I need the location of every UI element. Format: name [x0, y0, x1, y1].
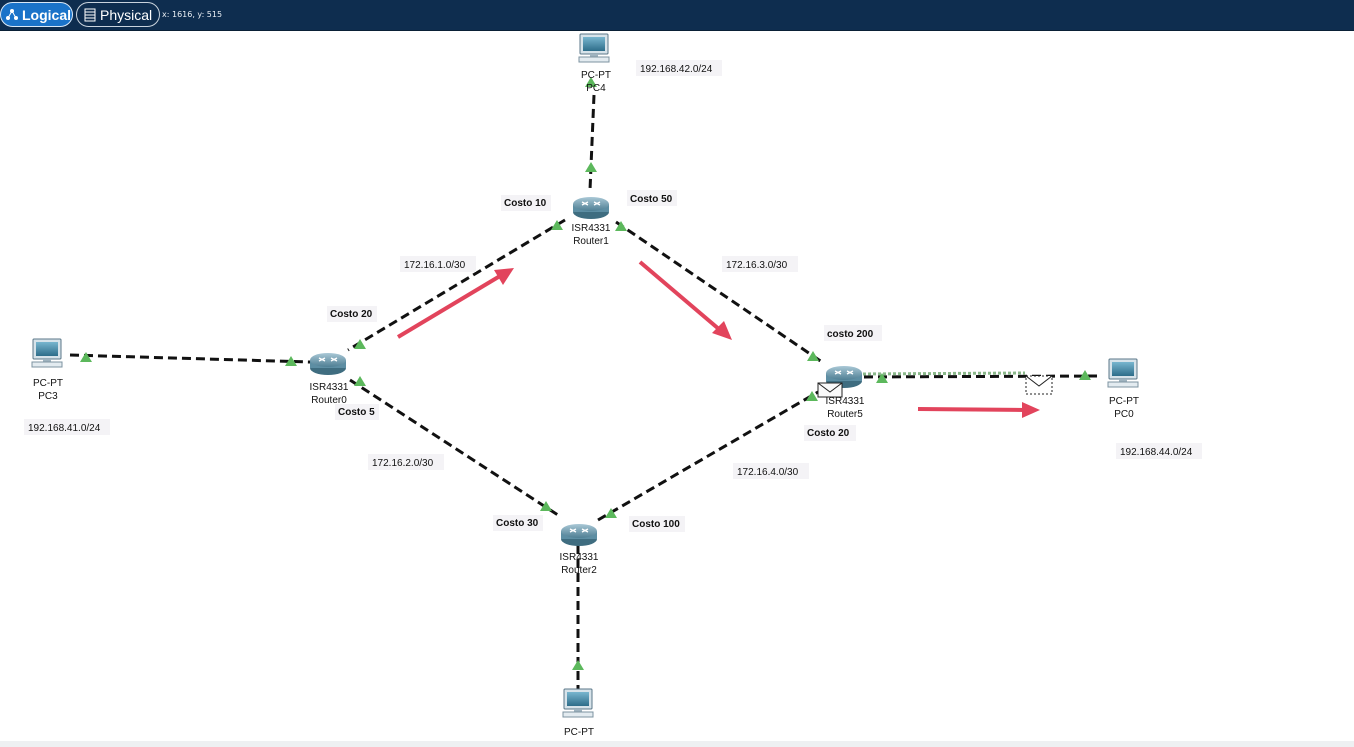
cost-label: Costo 20 — [807, 428, 850, 439]
device-name: PC3 — [38, 391, 58, 402]
device-model: PC-PT — [1109, 396, 1139, 407]
pc-icon — [562, 688, 594, 718]
cost-label: Costo 20 — [330, 309, 373, 320]
device-router0[interactable]: ISR4331 Router0 — [309, 352, 349, 406]
device-model: PC-PT — [581, 70, 611, 81]
packet-trail — [857, 371, 1026, 376]
pc-icon — [31, 338, 63, 368]
pc-icon — [578, 33, 610, 63]
device-name: Router2 — [561, 565, 597, 576]
router-icon — [560, 523, 598, 547]
network-label: 172.16.4.0/30 — [737, 467, 799, 478]
port-status-icon — [572, 660, 584, 670]
network-label: 192.168.44.0/24 — [1120, 447, 1193, 458]
route-arrow-icon — [917, 407, 1026, 412]
device-name: Router5 — [827, 409, 863, 420]
device-model: ISR4331 — [826, 396, 865, 407]
topology-toolbar: Logical Physical x: 1616, y: 515 — [0, 0, 1354, 31]
cost-label: Costo 100 — [632, 519, 680, 530]
device-model: PC-PT — [564, 727, 594, 738]
cost-labels: Costo 10 Costo 50 Costo 20 Costo 5 costo… — [327, 190, 882, 532]
device-pc0[interactable]: PC-PT PC0 — [1107, 358, 1139, 420]
cost-label: Costo 5 — [338, 407, 375, 418]
tab-logical[interactable]: Logical — [0, 2, 73, 27]
link-router1-router0[interactable] — [347, 218, 566, 352]
port-status-icon — [585, 162, 597, 172]
network-labels: 192.168.42.0/24 192.168.41.0/24 192.168.… — [24, 60, 1202, 479]
network-label: 172.16.3.0/30 — [726, 260, 788, 271]
network-label: 172.16.1.0/30 — [404, 260, 466, 271]
route-arrow-icon — [396, 274, 502, 339]
tab-physical-label: Physical — [100, 6, 153, 23]
envelope-icon — [817, 382, 843, 398]
device-pc4[interactable]: PC-PT PC4 — [578, 33, 611, 94]
device-name: PC4 — [586, 83, 606, 94]
device-router5[interactable]: ISR4331 Router5 — [817, 365, 865, 420]
device-model: ISR4331 — [560, 552, 599, 563]
link-router0-router2[interactable] — [349, 378, 559, 517]
route-arrow-icon — [638, 260, 722, 332]
device-router2[interactable]: ISR4331 Router2 — [560, 523, 599, 576]
link-router5-pc0[interactable] — [849, 374, 1101, 379]
logical-workspace[interactable]: PC-PT PC4 ISR4331 Router1 PC-PT PC3 ISR4… — [0, 31, 1354, 741]
logical-view-icon — [6, 8, 18, 20]
device-name: Router1 — [573, 236, 609, 247]
device-model: ISR4331 — [572, 223, 611, 234]
network-label: 192.168.42.0/24 — [640, 64, 713, 75]
port-status-icon — [354, 376, 366, 386]
physical-view-icon — [84, 8, 96, 21]
packet-envelope-icon[interactable] — [1025, 375, 1053, 395]
link-router2-router5[interactable] — [597, 390, 819, 522]
router-icon — [309, 352, 347, 376]
tab-physical[interactable]: Physical — [76, 2, 160, 27]
network-label: 172.16.2.0/30 — [372, 458, 434, 469]
router-icon — [572, 196, 610, 220]
status-strip — [0, 741, 1354, 747]
cost-label: Costo 30 — [496, 518, 539, 529]
device-model: ISR4331 — [310, 382, 349, 393]
tab-logical-label: Logical — [22, 6, 72, 23]
cost-label: costo 200 — [827, 329, 874, 340]
device-name: PC0 — [1114, 409, 1134, 420]
device-pc3[interactable]: PC-PT PC3 — [31, 338, 63, 402]
network-label: 192.168.41.0/24 — [28, 423, 101, 434]
pc-icon — [1107, 358, 1139, 388]
device-model: PC-PT — [33, 378, 63, 389]
link-pc4-router1[interactable] — [588, 94, 596, 191]
link-pc3-router0[interactable] — [69, 353, 311, 364]
cost-label: Costo 50 — [630, 194, 673, 205]
device-name: Router0 — [311, 395, 347, 406]
cost-label: Costo 10 — [504, 198, 547, 209]
link-router1-router5[interactable] — [615, 220, 823, 364]
cursor-coordinates: x: 1616, y: 515 — [162, 10, 223, 19]
device-router1[interactable]: ISR4331 Router1 — [572, 196, 611, 247]
device-pc-bottom[interactable]: PC-PT — [562, 688, 594, 738]
topology-canvas: PC-PT PC4 ISR4331 Router1 PC-PT PC3 ISR4… — [24, 33, 1202, 738]
